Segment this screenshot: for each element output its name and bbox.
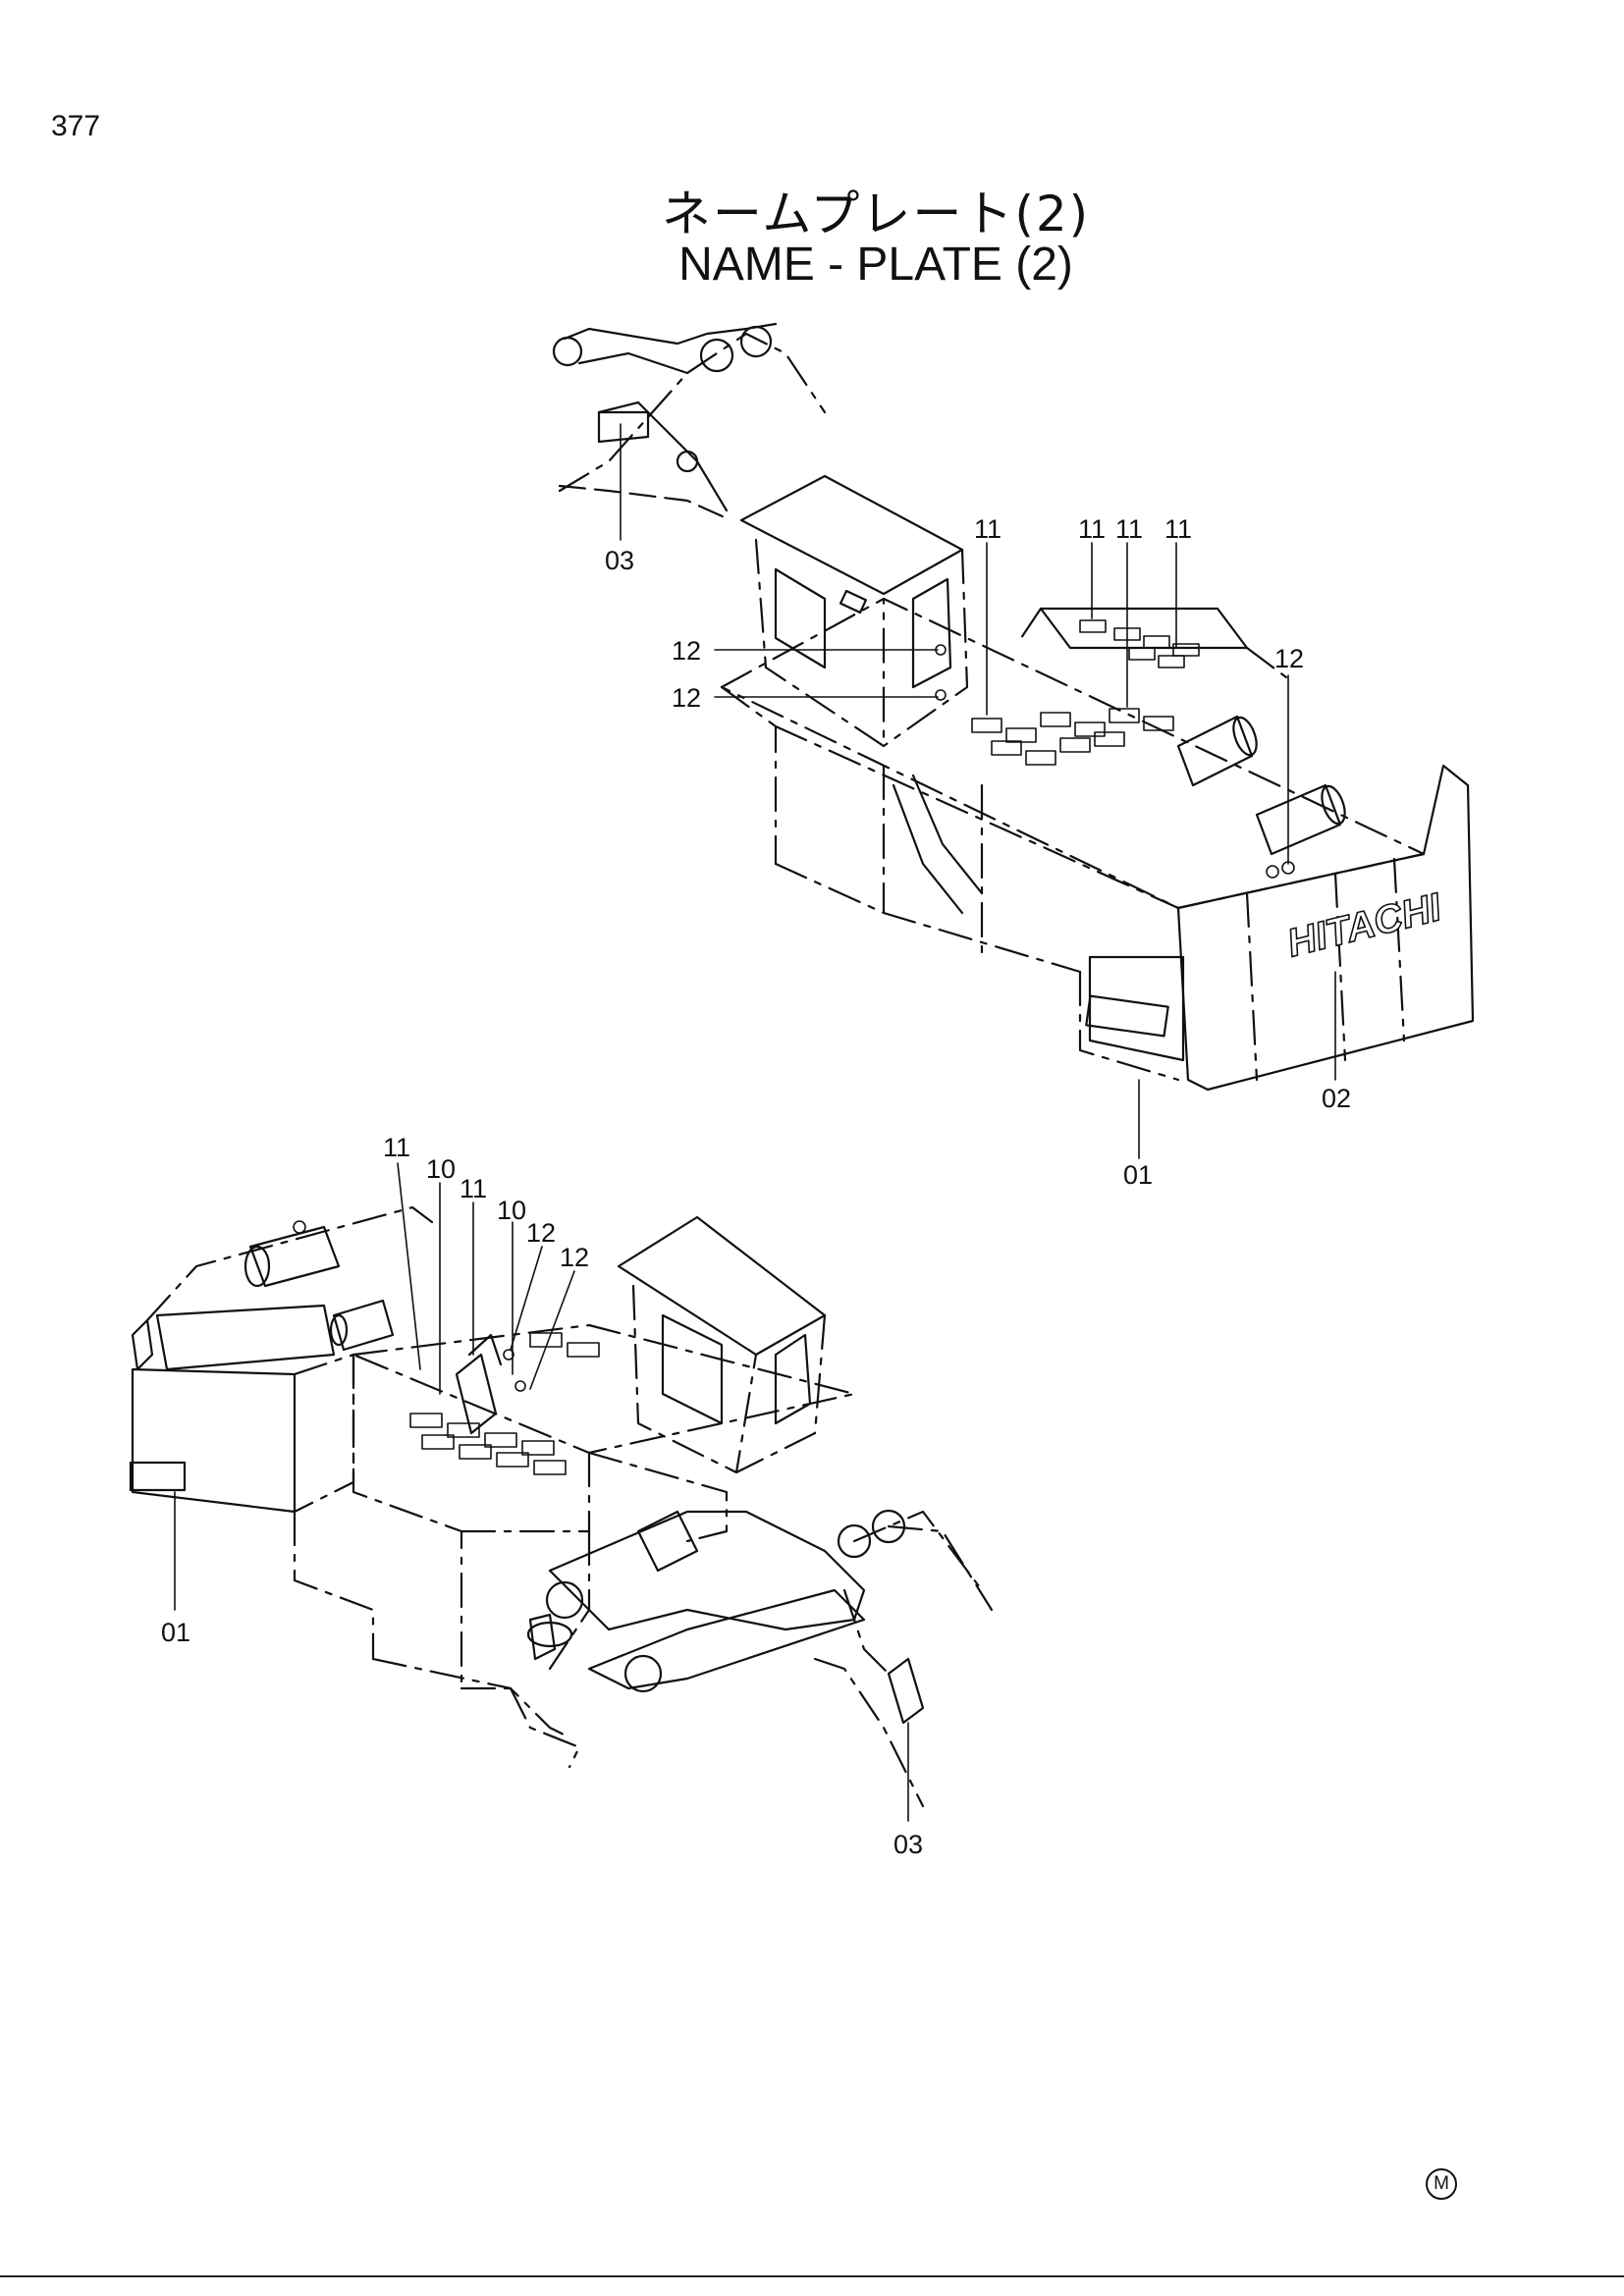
footer-rule — [0, 2275, 1624, 2277]
callout-01-top: 01 — [1123, 1160, 1153, 1190]
machine-view-top: HITACHI 03 11 11 11 11 12 12 12 — [552, 322, 1475, 1190]
page-title-japanese: ネームプレート(2) — [661, 186, 1091, 242]
page-title-english: NAME - PLATE (2) — [678, 239, 1073, 291]
callout-10-b: 10 — [497, 1196, 526, 1225]
callout-12-a: 12 — [672, 636, 701, 666]
callout-11-e: 11 — [383, 1133, 410, 1162]
callout-12-e: 12 — [560, 1243, 589, 1272]
callout-11-f: 11 — [460, 1174, 487, 1203]
callout-11-a: 11 — [974, 514, 1001, 544]
callout-12-d: 12 — [526, 1218, 556, 1248]
page-number: 377 — [51, 110, 101, 142]
machine-view-bottom: 11 10 11 10 12 12 01 03 — [129, 1133, 994, 1859]
revision-marker: M — [1426, 2168, 1457, 2200]
callout-03-top: 03 — [605, 546, 634, 575]
callout-02: 02 — [1322, 1084, 1351, 1113]
callout-11-d: 11 — [1164, 514, 1192, 544]
callout-11-c: 11 — [1115, 514, 1143, 544]
leader-lines-top — [620, 423, 1336, 1159]
callouts-bottom: 11 10 11 10 12 12 01 03 — [161, 1133, 923, 1859]
callout-10-a: 10 — [426, 1154, 456, 1184]
callout-03-bottom: 03 — [893, 1830, 923, 1859]
leader-lines-bottom — [174, 1162, 909, 1822]
callouts-top: 03 11 11 11 11 12 12 12 01 02 — [605, 514, 1351, 1190]
callout-12-b: 12 — [672, 683, 701, 713]
hood-decal-grid — [971, 619, 1200, 766]
callout-01-bottom: 01 — [161, 1618, 190, 1647]
callout-11-b: 11 — [1078, 514, 1106, 544]
deck-decal-grid — [409, 1332, 600, 1475]
callout-12-c: 12 — [1274, 644, 1304, 673]
hitachi-logo: HITACHI — [1283, 885, 1446, 965]
